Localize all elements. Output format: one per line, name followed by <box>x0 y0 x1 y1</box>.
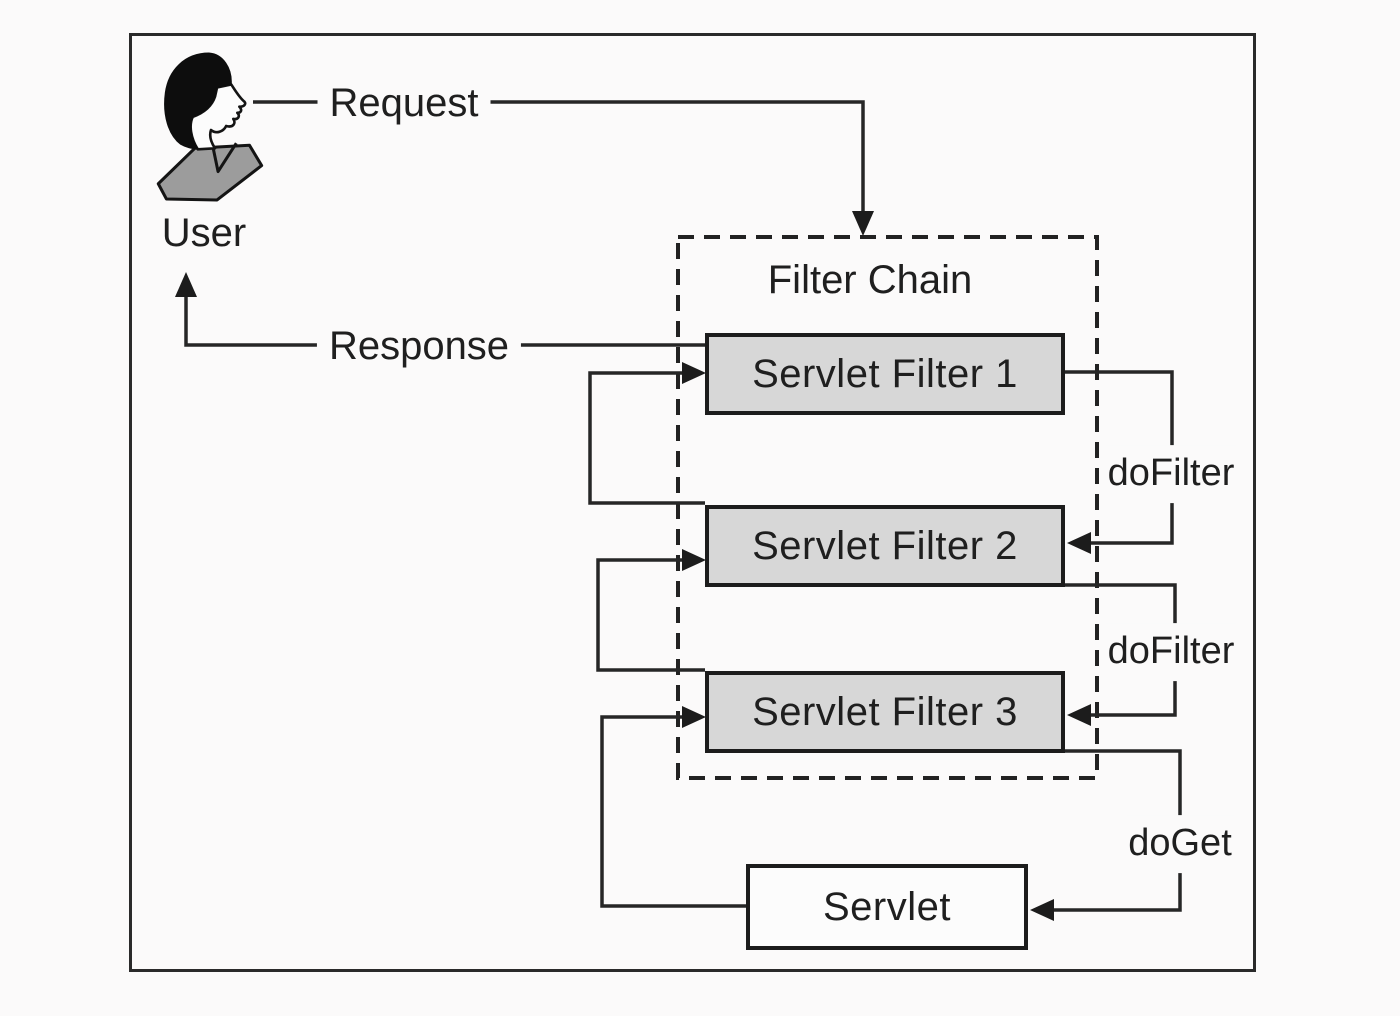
user-head-icon <box>156 52 264 202</box>
doget-label: doGet <box>1126 815 1234 873</box>
arrow-up-icon <box>175 272 197 297</box>
servlet-filter-1-label: Servlet Filter 1 <box>752 351 1018 396</box>
response-connector <box>175 272 705 347</box>
return-filter3-to-filter2-connector <box>596 549 706 672</box>
arrow-left-icon <box>1030 899 1054 921</box>
return-filter2-to-filter1-connector <box>588 362 706 505</box>
request-label: Request <box>317 81 491 125</box>
servlet-box: Servlet <box>746 864 1028 950</box>
servlet-filter-2-label: Servlet Filter 2 <box>752 523 1018 568</box>
return-servlet-to-filter3-connector <box>600 706 746 908</box>
servlet-filter-1-box: Servlet Filter 1 <box>705 333 1065 415</box>
servlet-filter-2-box: Servlet Filter 2 <box>705 505 1065 587</box>
dofilter-1-label: doFilter <box>1105 445 1237 503</box>
servlet-filter-3-box: Servlet Filter 3 <box>705 671 1065 753</box>
filter-chain-title: Filter Chain <box>767 258 973 302</box>
arrow-right-icon <box>682 706 706 728</box>
arrow-right-icon <box>682 362 706 384</box>
user-label: User <box>161 211 247 255</box>
arrow-right-icon <box>682 549 706 571</box>
arrow-down-icon <box>852 211 874 236</box>
servlet-label: Servlet <box>823 884 951 929</box>
response-label: Response <box>316 324 522 368</box>
dofilter-2-label: doFilter <box>1105 623 1237 681</box>
arrow-left-icon <box>1067 704 1091 726</box>
arrow-left-icon <box>1067 532 1091 554</box>
diagram-outer-frame <box>129 33 1256 972</box>
servlet-filter-3-label: Servlet Filter 3 <box>752 689 1018 734</box>
filter-chain-dashed-border <box>676 235 1099 780</box>
